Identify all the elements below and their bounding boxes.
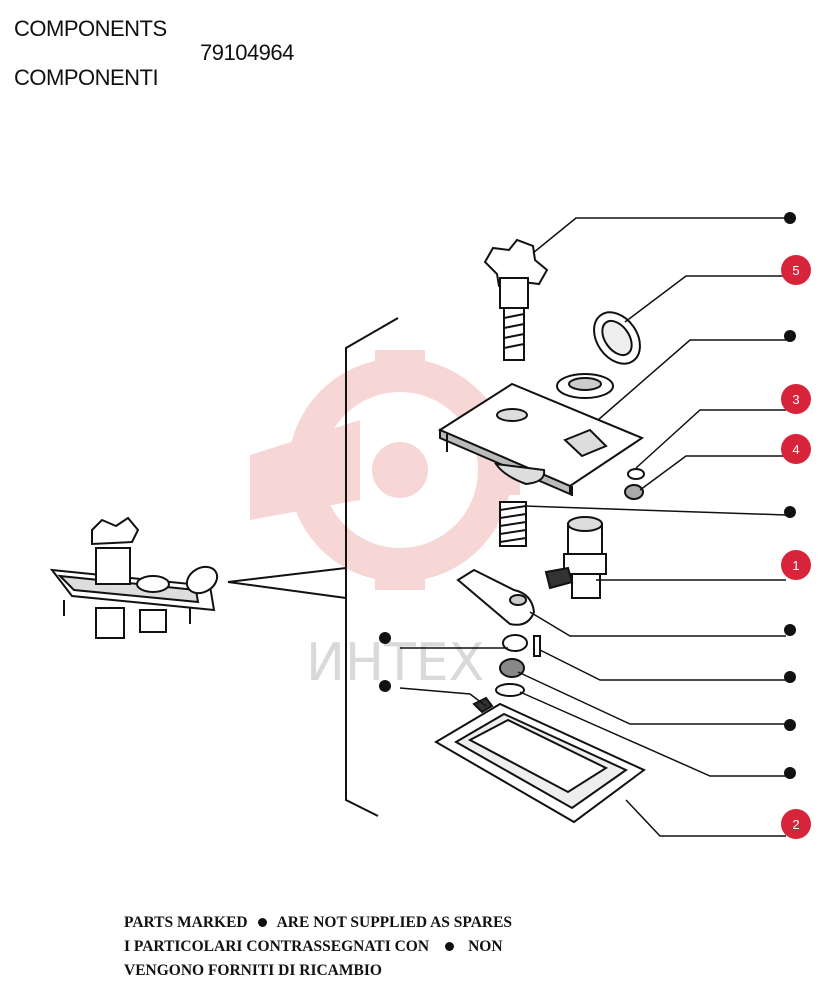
callout-marker-11 — [784, 767, 796, 779]
callout-badge-4: 4 — [781, 434, 811, 464]
knob-screw-part — [483, 238, 549, 361]
svg-text:1: 1 — [792, 558, 799, 573]
assembled-view-illustration — [49, 516, 219, 639]
callout-badge-3: 3 — [781, 384, 811, 414]
bullet-icon — [257, 917, 267, 927]
footer-text-2b: NON — [468, 938, 503, 955]
svg-text:3: 3 — [792, 392, 799, 407]
lever-part — [456, 568, 536, 626]
callout-marker-3 — [784, 330, 796, 342]
leader-lines — [399, 217, 787, 837]
callout-marker-1 — [784, 212, 796, 224]
flip-cap-part — [556, 311, 641, 399]
watermark-text: ИНТЕХ — [306, 633, 484, 693]
header-title-en: COMPONENTS — [14, 16, 167, 41]
footer-line-1: PARTS MARKED ARE NOT SUPPLIED AS SPARES — [124, 914, 512, 932]
footer-text-1b: ARE NOT SUPPLIED AS SPARES — [276, 914, 513, 931]
assembly-bracket — [227, 317, 399, 817]
callout-badge-1: 1 — [781, 550, 811, 580]
callout-badge-2: 2 — [781, 809, 811, 839]
footer-line-2: I PARTICOLARI CONTRASSEGNATI CON NON — [124, 938, 503, 956]
callout-marker-9 — [784, 671, 796, 683]
base-plate-part — [437, 382, 645, 496]
header-title-it: COMPONENTI — [14, 65, 159, 90]
watermark-logo — [250, 350, 520, 590]
bullet-icon — [445, 941, 455, 951]
callout-marker-6 — [784, 506, 796, 518]
svg-text:5: 5 — [792, 263, 799, 278]
callout-marker-left-1 — [379, 632, 391, 644]
callout-badge-5: 5 — [781, 255, 811, 285]
callout-marker-10 — [784, 719, 796, 731]
part-code: 79104964 — [200, 40, 294, 65]
svg-text:4: 4 — [792, 442, 799, 457]
callout-marker-left-2 — [379, 680, 391, 692]
gasket-frame-part — [434, 696, 646, 824]
callout-marker-8 — [784, 624, 796, 636]
spring-part — [499, 501, 527, 547]
footer-line-3: VENGONO FORNITI DI RICAMBIO — [124, 962, 382, 979]
svg-text:2: 2 — [792, 817, 799, 832]
callout-list: 5 3 4 1 2 — [379, 212, 811, 839]
footer-text-1a: PARTS MARKED — [124, 914, 248, 931]
lock-cylinder-part — [544, 516, 607, 599]
footer-text-2a: I PARTICOLARI CONTRASSEGNATI CON — [124, 938, 430, 955]
small-parts — [495, 468, 645, 697]
